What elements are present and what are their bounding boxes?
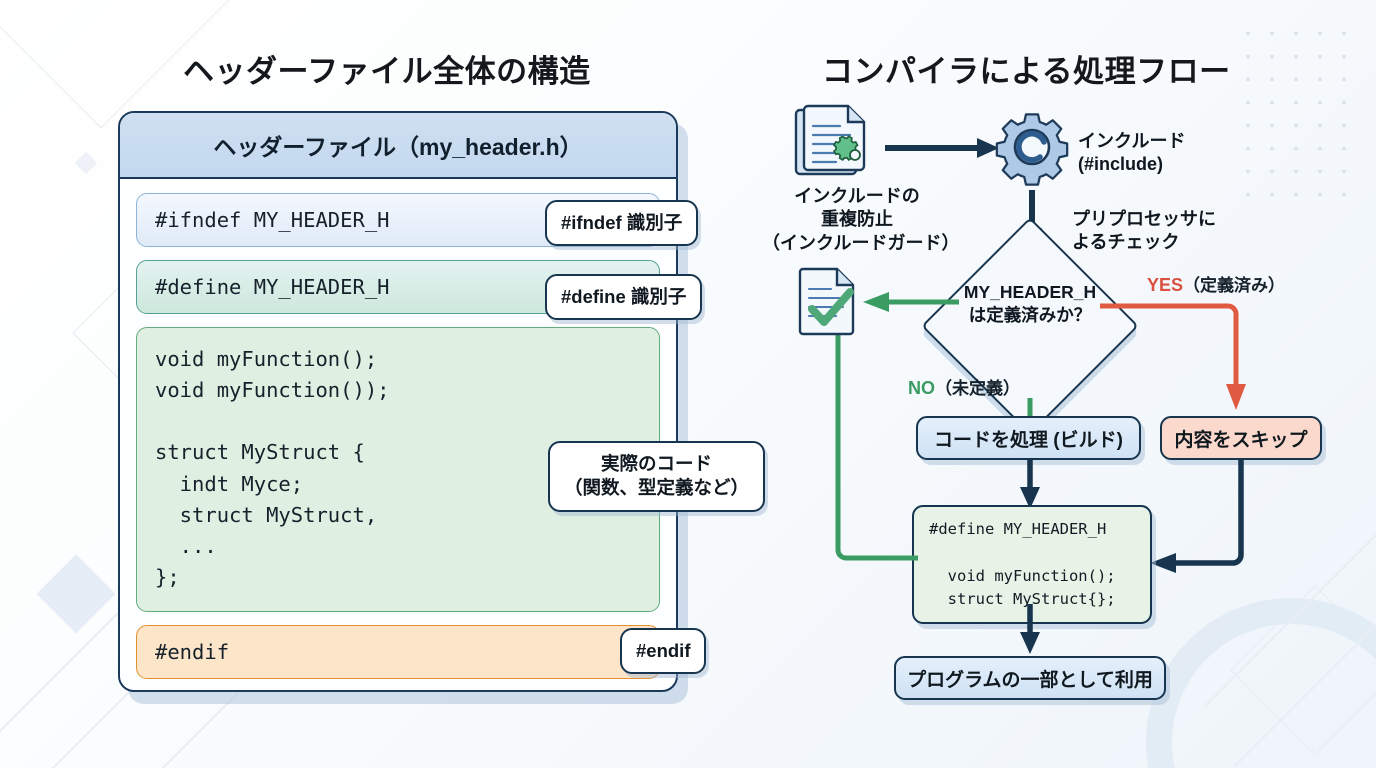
arrow-codebox-to-final [1020,604,1040,654]
no-key: NO [908,378,935,398]
final-usage-box: プログラムの一部として利用 [894,656,1166,700]
document-gear-icon [794,104,866,176]
no-sub: （未定義） [935,379,1020,398]
panel-body: #ifndef MY_HEADER_H #define MY_HEADER_H … [120,179,676,690]
callout-define: #define 識別子 [545,274,703,321]
build-process-box: コードを処理 (ビルド) [916,416,1141,460]
include-guard-label: インクルードの 重複防止 （インクルードガード） [762,186,960,253]
yes-key: YES [1147,275,1184,295]
arrow-doc-to-gear [885,138,999,158]
arrow-yes-branch [1100,303,1246,410]
page-title-right: コンパイラによる処理フロー [822,54,1231,89]
processed-code-box: #define MY_HEADER_H void myFunction(); s… [912,505,1152,624]
callout-endif: #endif [620,628,707,675]
arrow-skip-to-codebox [1150,459,1244,573]
panel-header-title: ヘッダーファイル（my_header.h） [120,113,676,179]
compiler-flowchart: インクルードの 重複防止 （インクルードガード） インクルード (#includ… [700,0,1376,768]
document-check-icon [798,267,855,336]
header-file-panel: ヘッダーファイル（my_header.h） #ifndef MY_HEADER_… [118,111,678,692]
callout-code: 実際のコード （関数、型定義など） [548,441,766,512]
yes-branch-label: YES（定義済み） [1147,271,1285,296]
decision-label: MY_HEADER_H は定義済みか？ [963,282,1097,326]
code-row-endif: #endif [136,625,660,680]
arrow-build-to-codebox [1020,459,1040,509]
gear-icon [995,113,1069,186]
yes-sub: （定義済み） [1183,276,1286,295]
include-label: インクルード (#include) [1078,131,1186,175]
preprocessor-check-label: プリプロセッサに よるチェック [1072,209,1216,253]
page-title-left: ヘッダーファイル全体の構造 [183,54,591,89]
decor-diamond-fill-1 [36,554,116,634]
decor-diamond-fill-3 [74,151,98,175]
arrow-decision-to-doc-check [863,292,959,312]
skip-content-box: 内容をスキップ [1160,416,1322,460]
callout-ifndef: #ifndef 識別子 [545,200,699,247]
no-branch-label: NO（未定義） [908,374,1020,399]
